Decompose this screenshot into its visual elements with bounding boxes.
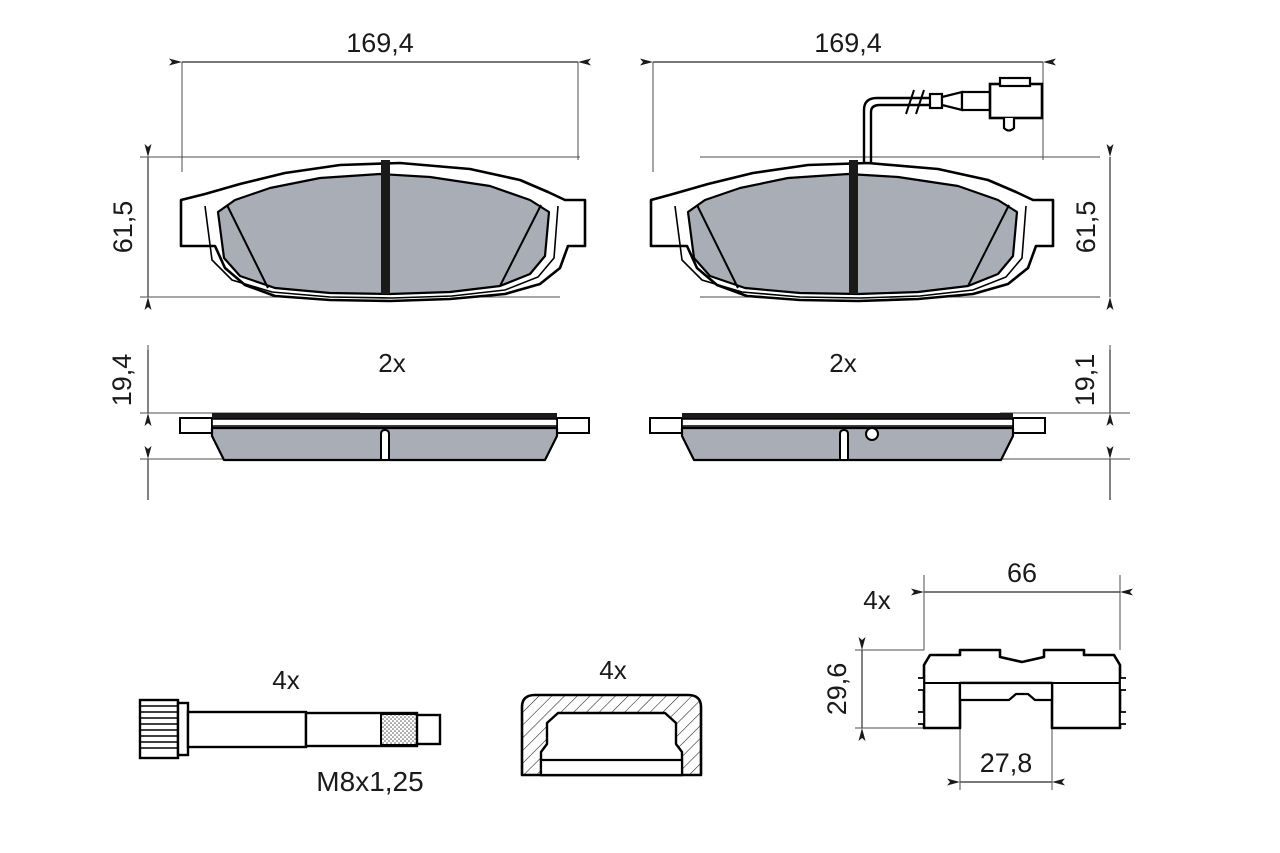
sensor-neck <box>960 90 992 112</box>
pad-right-quantity-label: 2x <box>829 348 856 378</box>
pad-right-side-ear-right <box>1012 417 1046 434</box>
dimension-thickness-right-label: 19,1 <box>1070 354 1100 407</box>
dimension-height-right: 61,5 <box>1071 144 1114 310</box>
spring-quantity-label: 4x <box>863 585 890 615</box>
clip-inner-base-slot <box>539 758 684 777</box>
pad-left-center-slot <box>381 160 390 294</box>
pad-right-center-slot <box>849 160 858 294</box>
pad-left-side-ear-left <box>179 417 213 434</box>
sensor-connector-ridge <box>998 76 1032 88</box>
pad-left-quantity-label: 2x <box>378 348 405 378</box>
dimension-spring-width: 66 <box>911 558 1133 596</box>
bolt-head-flange <box>176 701 190 757</box>
spring-clip-barb-left-upper <box>918 677 925 691</box>
bolt-quantity-label: 4x <box>272 665 299 695</box>
dimension-width-left-label: 169,4 <box>346 28 414 58</box>
pad-right-inner-contour <box>674 205 1027 299</box>
bolt-head <box>138 698 180 760</box>
bolt-tip <box>415 713 442 746</box>
pad-right-side-view: 19,1 2x <box>649 345 1130 500</box>
sensor-connector-body <box>988 82 1044 120</box>
dimension-height-left: 61,5 <box>108 144 152 310</box>
pad-left-front-view: 169,4 61,5 <box>108 28 591 310</box>
spring-clip-barb-right-lower <box>1119 711 1126 725</box>
dimension-spring-inner-width-label: 27,8 <box>980 748 1033 778</box>
dimension-spring-height: 29,6 <box>822 637 866 741</box>
pad-left-inner-contour <box>204 205 559 299</box>
pad-right-side-slot <box>839 428 849 461</box>
dimension-width-right-label: 169,4 <box>814 28 882 58</box>
bolt-shank-plain <box>186 710 308 749</box>
clip-component: 4x <box>520 655 703 777</box>
pad-left-side-view: 19,4 2x <box>107 345 590 500</box>
spring-clip-component: 4x 66 29,6 27,8 <box>822 558 1133 790</box>
spring-clip-barb-right-upper <box>1119 677 1126 691</box>
bolt-thread-label: M8x1,25 <box>316 766 423 797</box>
cable-break-mark-b <box>915 89 925 115</box>
sensor-connector-latch <box>1002 118 1016 132</box>
sensor-ferrule <box>928 92 944 110</box>
dimension-spring-height-label: 29,6 <box>822 663 852 716</box>
spring-clip-barb-left-lower <box>918 711 925 725</box>
dimension-thickness-right: 19,1 <box>1070 350 1114 500</box>
pad-right-side-backing-plate <box>682 413 1013 419</box>
dimension-spring-inner-width: 27,8 <box>947 748 1065 786</box>
clip-quantity-label: 4x <box>599 655 626 685</box>
pad-left-side-backing-plate <box>212 413 557 419</box>
dimension-spring-width-label: 66 <box>1007 558 1037 588</box>
pad-right-sensor-hole <box>865 427 879 441</box>
dimension-width-left: 169,4 <box>169 28 591 66</box>
dimension-thickness-left: 19,4 <box>107 350 152 500</box>
cable-break-mark-a <box>905 89 915 115</box>
bolt-head-knurling <box>140 705 178 749</box>
pad-left-side-shim-gap <box>211 418 558 427</box>
pad-left-chamfer-line-b <box>499 204 542 287</box>
dimension-width-right: 169,4 <box>640 28 1056 66</box>
bolt-component: 4x M8x1,25 <box>138 665 442 797</box>
wear-sensor-assembly <box>862 76 1044 165</box>
pad-right-chamfer-line-b <box>967 204 1010 287</box>
dimension-height-right-label: 61,5 <box>1071 201 1101 254</box>
dimension-thickness-left-label: 19,4 <box>107 354 137 407</box>
spring-clip-inner-tab <box>958 681 1054 702</box>
pad-left-side-slot <box>380 428 390 461</box>
dimension-height-left-label: 61,5 <box>108 201 138 254</box>
bolt-thread-section <box>380 713 418 746</box>
pad-left-chamfer-line-a <box>226 204 269 289</box>
pad-right-side-shim-gap <box>681 418 1014 427</box>
pad-right-chamfer-line-a <box>696 204 739 289</box>
pad-left-side-ear-right <box>556 417 590 434</box>
pad-right-front-view: 169,4 61,5 <box>640 28 1114 310</box>
pad-right-side-ear-left <box>649 417 683 434</box>
